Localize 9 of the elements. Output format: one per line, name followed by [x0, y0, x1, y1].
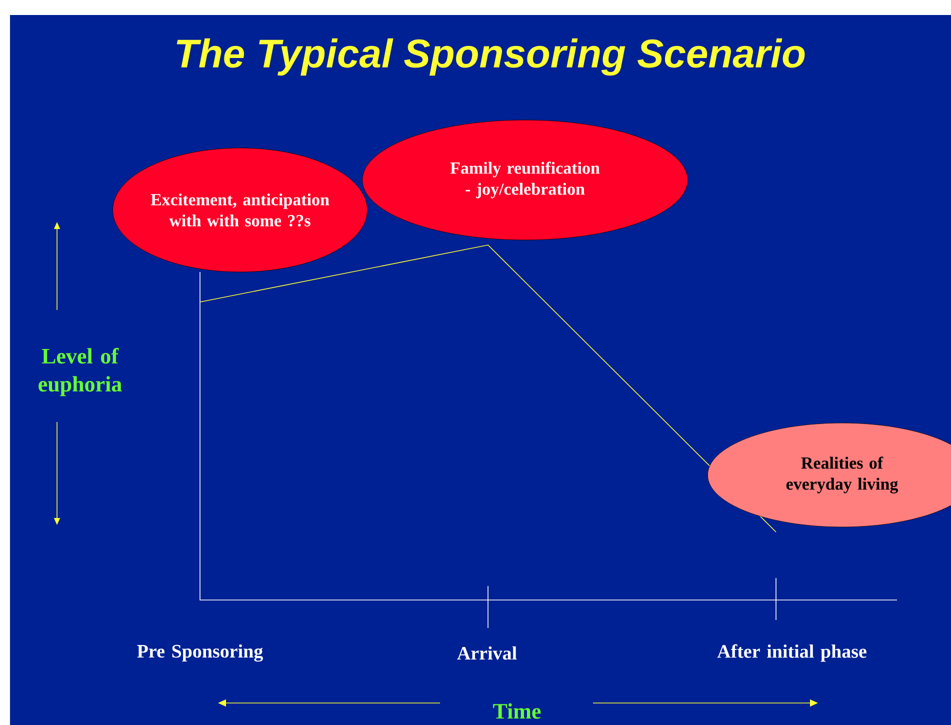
ellipse-callout: Realities of everyday living	[707, 422, 951, 528]
category-label: Pre Sponsoring	[137, 644, 263, 662]
category-label: Arrival	[457, 646, 517, 660]
ellipse-callout: Excitement, anticipation with with some ??s	[112, 148, 368, 272]
title: The Typical Sponsoring Scenario	[176, 38, 805, 76]
axis-label: Time	[493, 703, 541, 719]
axis-label: Level of euphoria	[38, 348, 122, 396]
category-label: After initial phase	[717, 644, 866, 662]
ellipse-callout: Family reunification - joy/celebration	[362, 120, 688, 240]
